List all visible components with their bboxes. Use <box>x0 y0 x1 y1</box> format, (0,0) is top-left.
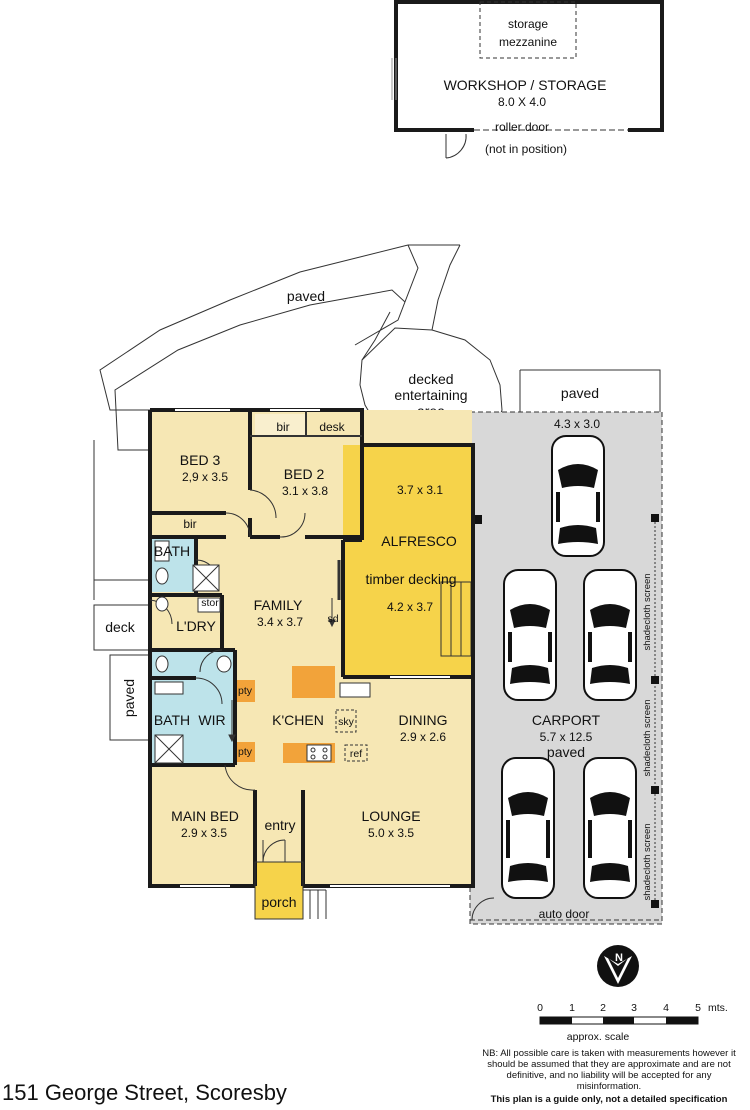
bed3-size: 2,9 x 3.5 <box>182 470 228 484</box>
bir-bed3: bir <box>183 517 196 531</box>
workshop-mezz-line2: mezzanine <box>499 35 557 49</box>
outdoor-paths <box>93 244 661 741</box>
paved-left-label: paved <box>121 679 137 717</box>
deck-label: deck <box>105 619 136 635</box>
wir-label: WIR <box>198 712 225 728</box>
shadecloth-screen-1: shadecloth screen <box>642 573 653 650</box>
entry-label: entry <box>264 817 295 833</box>
disclaimer-text: NB: All possible care is taken with meas… <box>482 1048 736 1092</box>
bath1-label: BATH <box>154 543 190 559</box>
main-bed-name: MAIN BED <box>171 808 239 824</box>
main-bed-size: 2.9 x 3.5 <box>181 826 227 840</box>
carport-top-size: 4.3 x 3.0 <box>554 417 600 431</box>
carport-size: 5.7 x 12.5 <box>540 730 593 744</box>
car-row2-right <box>583 757 637 899</box>
lounge-size: 5.0 x 3.5 <box>368 826 414 840</box>
workshop-building <box>391 0 664 159</box>
alfresco-name: ALFRESCO <box>381 533 457 549</box>
lounge-name: LOUNGE <box>361 808 420 824</box>
bir-bed2: bir <box>276 420 289 434</box>
pantry-1: pty <box>238 685 253 697</box>
alfresco-sub: timber decking <box>365 571 456 587</box>
carport-auto-door: auto door <box>539 907 590 921</box>
scale-unit: mts. <box>708 1002 728 1014</box>
pantry-2: pty <box>238 746 253 758</box>
workshop-roller-door: roller door <box>495 120 549 134</box>
scale-tick-0: 0 <box>537 1002 543 1014</box>
bed2-size: 3.1 x 3.8 <box>282 484 328 498</box>
stor-label: stor <box>201 597 219 609</box>
sky-label: sky <box>338 716 355 728</box>
scale-tick-3: 3 <box>631 1002 637 1014</box>
workshop-mezz-line1: storage <box>508 17 548 31</box>
bed2-name: BED 2 <box>284 466 325 482</box>
scale-tick-5: 5 <box>695 1002 701 1014</box>
scale-caption: approx. scale <box>567 1031 630 1043</box>
disclaimer: NB: All possible care is taken with meas… <box>474 1048 744 1105</box>
dining-name: DINING <box>399 712 448 728</box>
scale-bar <box>539 1016 699 1025</box>
alfresco-size: 4.2 x 3.7 <box>387 600 433 614</box>
ref-label: ref <box>350 748 362 760</box>
bath2-label: BATH <box>154 712 190 728</box>
bed3-name: BED 3 <box>180 452 221 468</box>
family-size: 3.4 x 3.7 <box>257 615 303 629</box>
workshop-name: WORKSHOP / STORAGE <box>444 77 607 93</box>
porch-label: porch <box>261 894 296 910</box>
dining-size: 2.9 x 2.6 <box>400 730 446 744</box>
scale-tick-2: 2 <box>600 1002 606 1014</box>
workshop-note: (not in position) <box>485 142 567 156</box>
car-row1-right <box>583 569 637 701</box>
carport-paved: paved <box>547 744 585 760</box>
decked-label-1: decked <box>408 371 453 387</box>
ldry-label: L'DRY <box>176 618 216 634</box>
car-row1-left <box>503 569 557 701</box>
paved-top-label: paved <box>287 288 325 304</box>
kitchen-label: K'CHEN <box>272 712 324 728</box>
shadecloth-screen-2: shadecloth screen <box>642 699 653 776</box>
sd-label: sd <box>327 613 338 625</box>
car-top <box>551 435 605 557</box>
car-row2-left <box>501 757 555 899</box>
paved-carport-top-label: paved <box>561 385 599 401</box>
doors-fixtures <box>149 409 450 887</box>
desk-label: desk <box>319 420 345 434</box>
decked-label-2: entertaining <box>394 387 467 403</box>
disclaimer-bold: This plan is a guide only, not a detaile… <box>490 1094 728 1105</box>
scale-tick-1: 1 <box>569 1002 575 1014</box>
workshop-size: 8.0 X 4.0 <box>498 95 546 109</box>
family-name: FAMILY <box>254 597 303 613</box>
property-address: 151 George Street, Scoresby <box>2 1080 287 1105</box>
north-arrow-icon <box>597 945 639 987</box>
carport-name: CARPORT <box>532 712 601 728</box>
north-letter: N <box>615 952 623 964</box>
scale-tick-4: 4 <box>663 1002 669 1014</box>
shadecloth-screen-3: shadecloth screen <box>642 823 653 900</box>
alfresco-top-size: 3.7 x 3.1 <box>397 483 443 497</box>
